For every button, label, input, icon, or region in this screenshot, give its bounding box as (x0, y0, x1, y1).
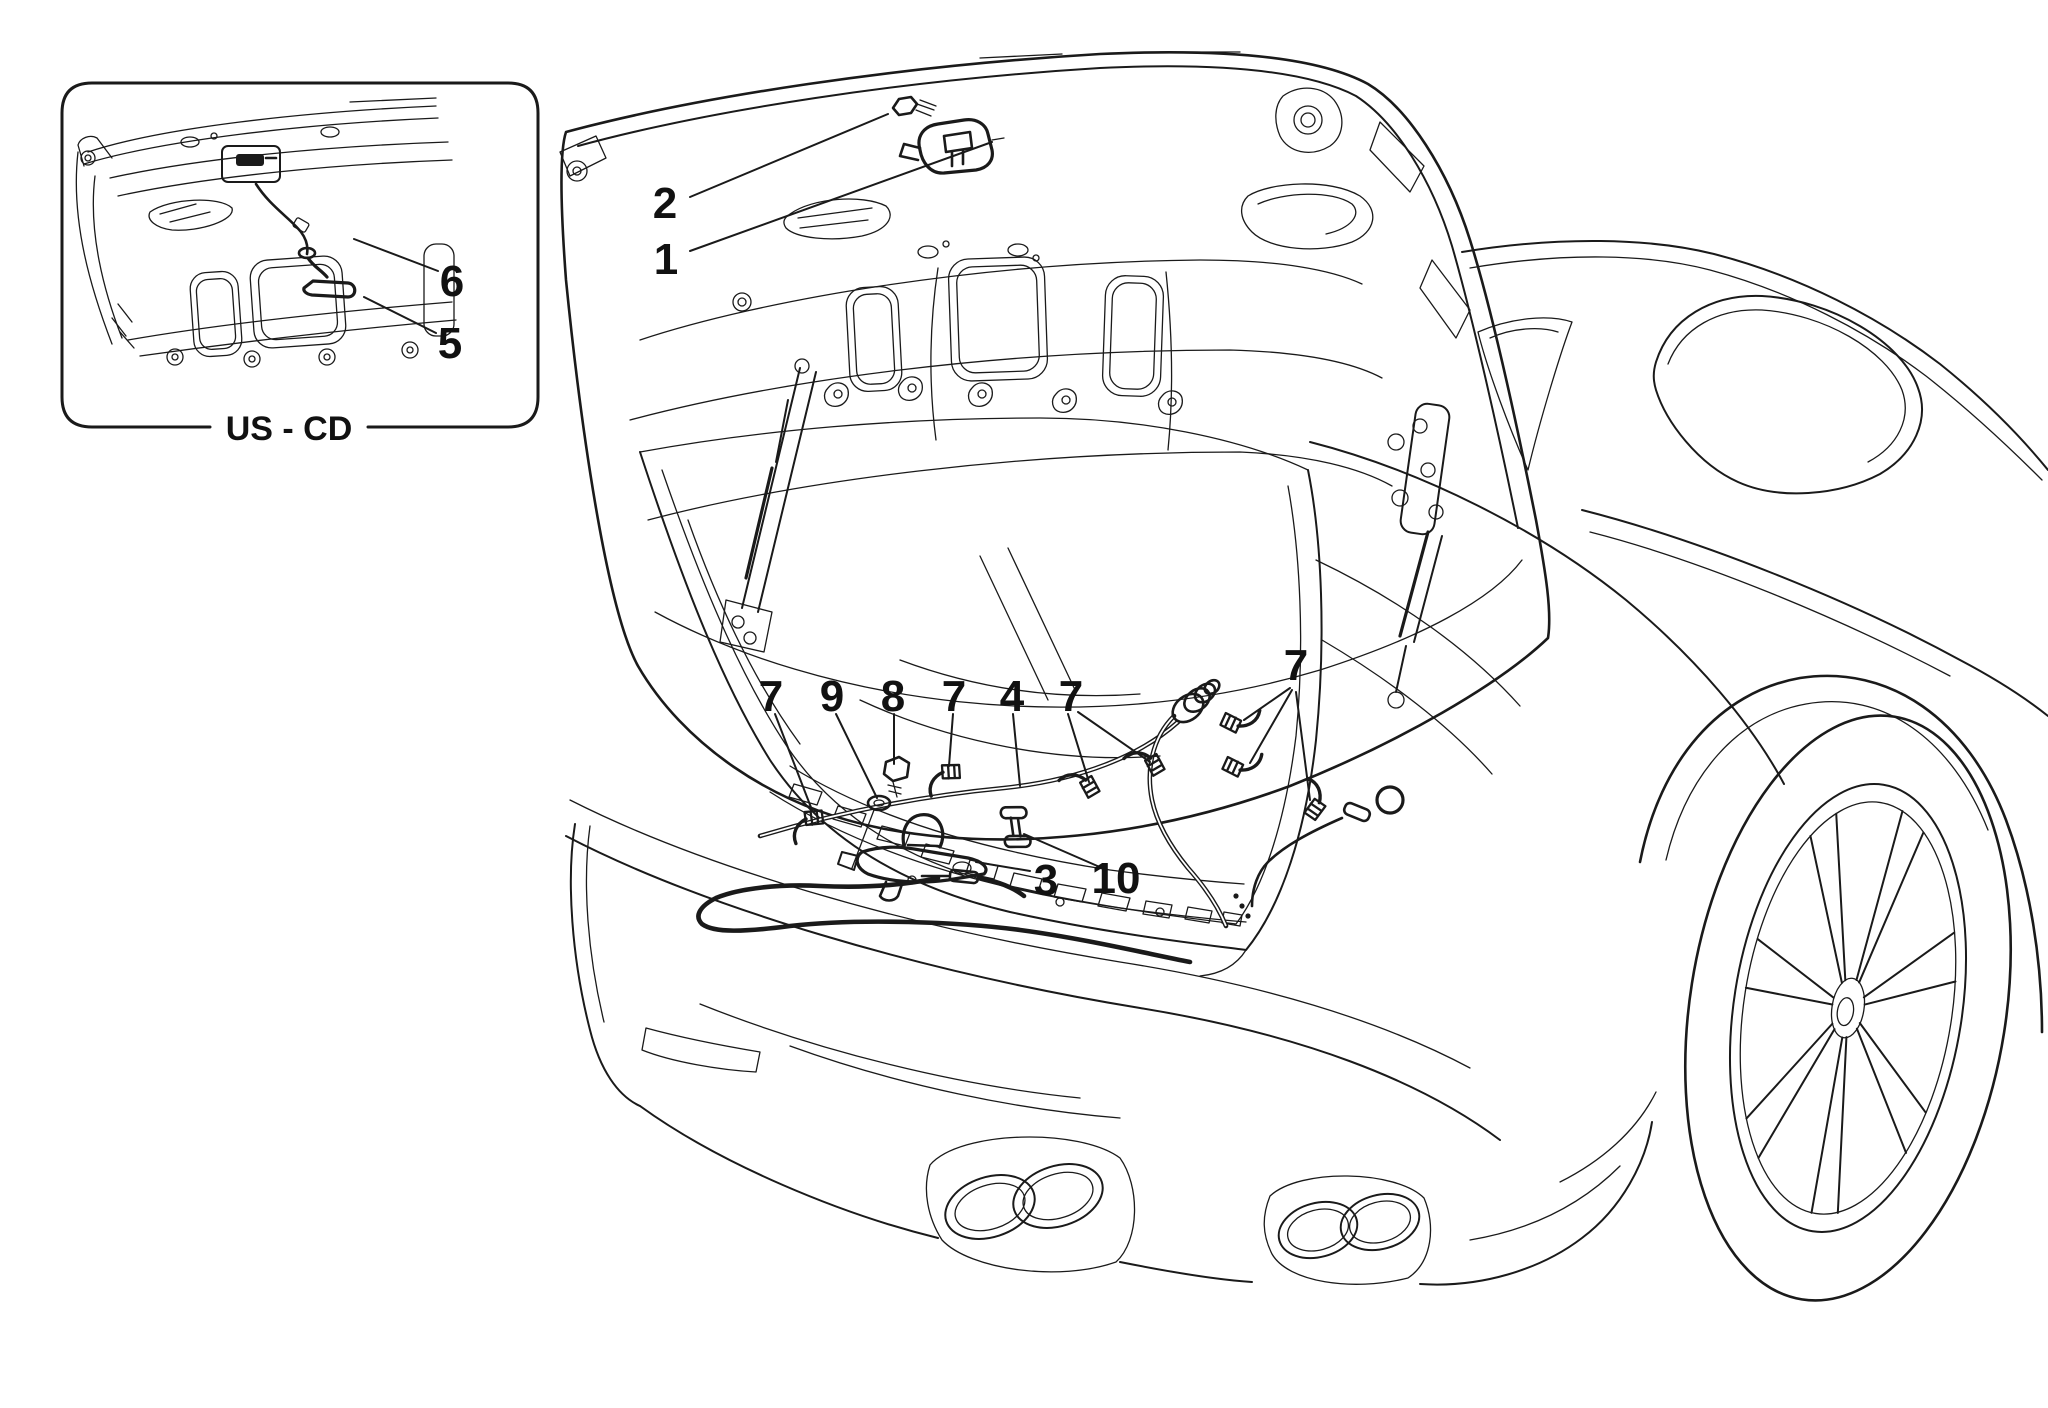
rear-window (1652, 294, 1923, 495)
bumper-lower-edge (639, 1105, 1653, 1286)
lid-cutout-center (947, 256, 1049, 382)
cable-boot-connector (1171, 678, 1221, 724)
inset-release-cable (254, 182, 317, 260)
license-recess (641, 1027, 761, 1073)
inset-box: US - CD (60, 81, 540, 448)
leader-7-right-c (1295, 691, 1311, 801)
callout-7-row-1: 7 (759, 672, 783, 721)
callout-1: 1 (654, 235, 678, 284)
leader-6 (353, 238, 439, 272)
lid-latch-bolt (891, 95, 937, 117)
right-gas-strut (1398, 530, 1430, 638)
cable-clip (1220, 741, 1264, 784)
washer (851, 794, 892, 869)
inset-t-handle (302, 256, 357, 299)
double-clip (999, 805, 1032, 849)
inset-border (60, 81, 540, 429)
callout-10: 10 (1092, 854, 1141, 903)
leader-7-right-b (1249, 689, 1293, 764)
leader-2 (689, 113, 889, 198)
leader-1 (689, 141, 993, 252)
left-gas-strut (744, 466, 774, 580)
leader-7-row-1 (774, 713, 813, 811)
emergency-release-cable (696, 875, 1193, 965)
lid-cutout-left (845, 285, 903, 393)
lid-cutout-right (1101, 275, 1165, 397)
callout-labels: 2 1 7 9 8 7 4 7 7 3 10 (653, 179, 1308, 905)
callout-7-row-2: 7 (942, 672, 966, 721)
inset-latch (221, 145, 281, 183)
leader-10 (1023, 833, 1103, 869)
callout-3: 3 (1034, 856, 1058, 905)
trunk-aperture (639, 417, 1323, 977)
leader-7-left-b (1077, 711, 1151, 763)
rear-fender-line (1309, 441, 1785, 785)
trunk-lid-outline (560, 51, 1551, 841)
callout-4: 4 (1000, 672, 1025, 721)
inset-fastener-holes (166, 126, 419, 368)
inset-lid-art: 6 5 (75, 97, 464, 368)
roof-line (1461, 240, 2048, 471)
exhaust-right-pair (1263, 1175, 1432, 1285)
wheel-arch (1638, 674, 2044, 1034)
leader-7-right-a (1243, 687, 1291, 721)
quarter-window (1477, 317, 1573, 471)
callout-8: 8 (881, 672, 905, 721)
leader-4 (1012, 713, 1021, 787)
cable-clip (1290, 776, 1335, 823)
lid-latch-assembly (898, 118, 1005, 175)
leader-7-left-a (1067, 713, 1090, 783)
screw (882, 755, 911, 798)
rear-wheel (1683, 714, 2013, 1302)
callout-5: 5 (438, 319, 462, 368)
left-hinge-arm (741, 367, 817, 613)
callout-9: 9 (820, 672, 844, 721)
release-lever (837, 813, 988, 902)
aperture-rim (639, 451, 1323, 951)
eyelet-cable (1250, 785, 1405, 908)
right-hinge (1387, 402, 1451, 536)
callout-2: 2 (653, 179, 677, 228)
cable-clip (1218, 697, 1262, 740)
inset-variant-label: US - CD (226, 410, 353, 448)
car-body (1309, 240, 2048, 1241)
leader-5 (363, 296, 437, 334)
leader-7-row-2 (948, 713, 954, 767)
rear-bumper (565, 799, 1653, 1286)
callout-6: 6 (440, 257, 464, 306)
wheel-spokes (1744, 810, 1957, 1214)
callout-7-right-triple: 7 (1284, 641, 1308, 690)
leader-9 (835, 713, 878, 799)
hinges-and-struts (719, 358, 1451, 709)
leader-lines (689, 113, 1311, 872)
trunk-lid (559, 51, 1551, 841)
exhaust-left-pair (925, 1136, 1136, 1273)
leader-3 (975, 861, 1031, 872)
cables (696, 678, 1405, 965)
callout-7-left-pair: 7 (1059, 672, 1083, 721)
